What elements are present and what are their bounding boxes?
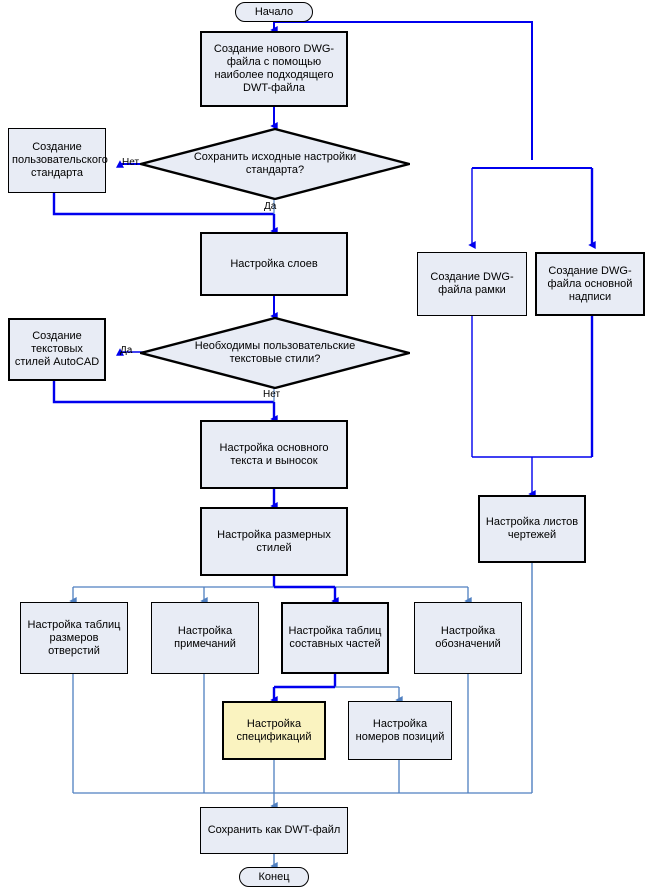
node-create-frame-dwg-label: Создание DWG-файла рамки [430,271,514,296]
node-need-text-styles-decision-label: Необходимы пользовательские текстовые ст… [194,340,356,365]
node-setup-hole-tables-label: Настройка таблиц размеров отверстий [27,618,121,657]
node-setup-symbols-label: Настройка обозначений [435,625,501,650]
edge-label-keep-standard-yes: Да [264,201,277,212]
node-create-text-styles-label: Создание текстовых стилей AutoCAD [14,330,100,368]
node-setup-main-text[interactable]: Настройка основного текста и выносок [200,420,348,489]
node-keep-standard-decision[interactable]: Сохранить исходные настройки стандарта? [140,128,410,200]
node-setup-symbols[interactable]: Настройка обозначений [414,602,522,674]
node-end[interactable]: Конец [239,867,309,887]
node-start[interactable]: Начало [235,2,313,22]
node-create-dwg-file-label: Создание нового DWG-файла с помощью наиб… [213,43,335,94]
node-create-title-block-dwg-label: Создание DWG-файла основной надписи [547,264,633,303]
node-setup-main-text-label: Настройка основного текста и выносок [219,441,329,467]
node-end-label: Конец [258,870,290,883]
node-setup-part-tables-label: Настройка таблиц составных частей [288,625,382,650]
node-save-as-dwt[interactable]: Сохранить как DWT-файл [200,807,348,854]
node-setup-specifications-label: Настройка спецификаций [236,717,312,743]
node-setup-layers[interactable]: Настройка слоев [200,232,348,296]
edge-label-keep-standard-no: Нет [122,157,140,168]
node-setup-balloons-label: Настройка номеров позиций [355,717,445,743]
diamond-shape [140,317,410,389]
node-create-frame-dwg[interactable]: Создание DWG-файла рамки [417,252,527,316]
node-setup-notes[interactable]: Настройка примечаний [151,602,259,674]
node-setup-part-tables[interactable]: Настройка таблиц составных частей [281,602,389,674]
node-create-user-standard[interactable]: Создание пользовательского стандарта [8,128,108,193]
node-save-as-dwt-label: Сохранить как DWT-файл [207,824,341,836]
node-setup-notes-label: Настройка примечаний [174,625,236,650]
node-setup-layers-label: Настройка слоев [230,257,318,270]
node-create-dwg-file[interactable]: Создание нового DWG-файла с помощью наиб… [200,31,348,107]
node-create-user-standard-label: Создание пользовательского стандарта [12,141,108,179]
node-setup-sheets-label: Настройка листов чертежей [485,516,579,541]
node-create-text-styles[interactable]: Создание текстовых стилей AutoCAD [8,318,106,381]
node-setup-hole-tables[interactable]: Настройка таблиц размеров отверстий [20,602,128,674]
node-start-label: Начало [254,5,294,18]
node-keep-standard-decision-label: Сохранить исходные настройки стандарта? [193,151,357,176]
node-setup-dimension-styles-label: Настройка размерных стилей [217,528,331,554]
node-setup-dimension-styles[interactable]: Настройка размерных стилей [200,507,348,576]
node-need-text-styles-decision[interactable]: Необходимы пользовательские текстовые ст… [140,317,410,389]
node-setup-sheets[interactable]: Настройка листов чертежей [478,495,586,563]
node-setup-specifications[interactable]: Настройка спецификаций [222,701,326,760]
node-create-title-block-dwg[interactable]: Создание DWG-файла основной надписи [535,252,645,316]
edge-label-text-styles-no: Нет [263,389,281,400]
node-setup-balloons[interactable]: Настройка номеров позиций [348,701,452,760]
edge-label-text-styles-yes: Да [120,345,133,356]
